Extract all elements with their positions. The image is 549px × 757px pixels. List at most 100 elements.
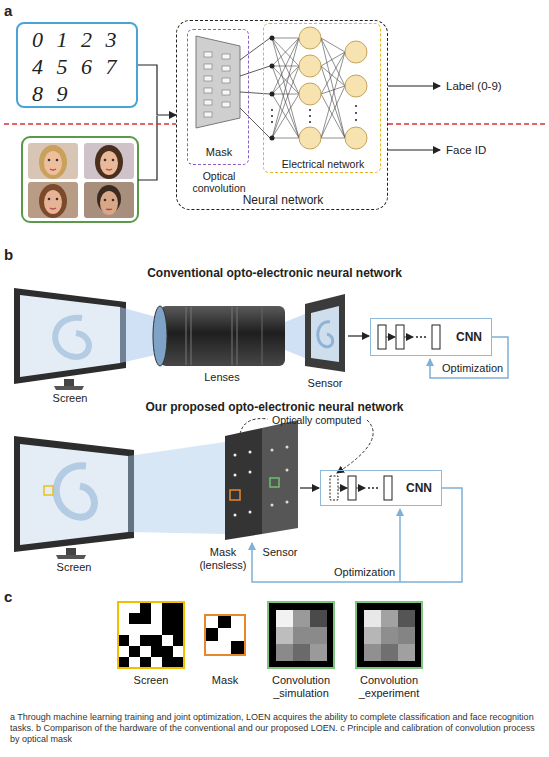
mask-sensor [234,474,237,477]
screen-pattern [118,646,129,657]
face-images [56,198,59,201]
cnn-layers [372,487,374,489]
face-images [39,184,67,218]
input-bracket [138,116,157,180]
face-images [44,151,62,175]
part-label: Mask (lensless) [196,546,250,572]
screen-pattern [140,646,151,657]
lens-barrel [262,307,263,365]
screen-pattern [118,602,184,668]
convolution-result [381,644,398,661]
output-arrow [388,86,440,150]
panel-letter: b [4,246,13,264]
neuron [345,75,367,97]
sensor-chip [318,322,333,347]
face-images [56,159,59,162]
mask-sensor [286,501,289,504]
screen-pattern [118,602,184,668]
lens-barrel [153,306,167,366]
convolution-result [364,644,381,661]
face-images [50,169,56,170]
separator-line [4,123,176,125]
input-bracket [138,116,157,180]
signal-arrow [348,336,369,337]
convolution-result [268,602,334,668]
face-images [48,159,51,162]
section-title: Our proposed opto-electronic neural netw… [0,400,549,414]
screen-device [14,436,134,559]
cnn-layers [416,336,418,338]
neuron [355,119,357,121]
cnn-layers [330,476,338,500]
neuron-links [272,38,299,138]
screen-pattern [118,602,140,613]
cnn-layers [378,325,386,349]
mask-pattern [231,615,245,628]
convolution-result [310,644,327,661]
convolution-result [356,602,422,668]
neuron [271,121,273,123]
mask-plate [204,64,212,69]
neuron-links [321,38,345,138]
mask-pattern [205,615,218,628]
mask-plate [196,36,240,128]
convolution-result [398,644,415,661]
mask-plate [204,76,212,81]
box-title: Neural network [177,193,389,207]
neuron [345,127,367,149]
light-beam [128,442,225,534]
convolution-result [310,610,327,627]
convolution-result [268,602,334,668]
cnn-layers [368,487,370,489]
screen-device [14,436,134,552]
face-images [100,191,118,215]
face-images [106,208,112,210]
cnn-layers [404,337,413,338]
separator-line [388,123,545,125]
output-arrow [388,85,440,86]
convolution-result [276,627,293,644]
screen-pattern [173,646,184,657]
screen-pattern [151,602,162,635]
face-images [48,198,51,201]
panel-letter: c [4,588,12,606]
screen-device [14,288,126,384]
mask-pattern [205,615,245,655]
box-title: Mask [188,146,250,159]
neuron [309,109,311,111]
mask-sensor [230,490,240,500]
screen-pattern [129,635,140,646]
mask-plate [222,78,230,83]
mask-plate [222,90,230,95]
output-label: Face ID [446,143,486,157]
cnn-layers [330,476,392,500]
loop-label: Optimization [334,566,395,579]
neuron [299,55,321,77]
screen-pattern [162,635,173,646]
mask-plate [222,54,230,59]
cnn-layers [424,336,426,338]
signal-arrow [300,487,319,488]
mask-plate [196,36,240,128]
face-images [50,208,56,209]
neuron [299,83,321,105]
section-title: Conventional opto-electronic neural netw… [0,266,549,280]
neuron-links [240,38,270,138]
sensor-chip [305,294,345,372]
screen-pattern [118,613,129,624]
neuron [309,115,311,117]
screen-device [56,466,94,517]
convolution-result [268,602,422,668]
box-caption: Optical convolution [180,170,258,194]
signal-arrow [348,335,369,336]
neuron [299,127,321,149]
neuron [270,136,275,141]
screen-pattern [129,657,140,668]
lens-barrel [160,306,285,366]
mask-pattern [205,615,245,655]
mask-sensor [249,451,252,454]
image-label: Mask [195,674,255,687]
light-beam [128,442,225,534]
